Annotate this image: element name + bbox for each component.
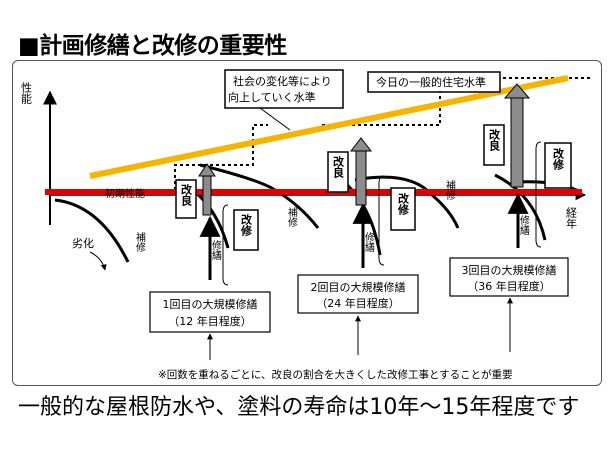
renovation-box-2 [390, 187, 416, 231]
improvement-box-1 [175, 179, 197, 219]
improvement-arrow-3 [510, 96, 524, 188]
improvement-label-2: 改良 [332, 155, 345, 179]
cycle-1-line-1: 1回目の大規模修繕 [163, 297, 258, 311]
improvement-arrowhead-1 [198, 163, 216, 177]
improvement-arrow-2 [355, 149, 367, 206]
renovation-bracket-3 [535, 141, 542, 248]
improvement-label-3: 改良 [488, 128, 501, 152]
deterioration-arrow [89, 251, 107, 271]
deterioration-label: 劣化 [72, 236, 94, 250]
social-change-box [224, 69, 344, 109]
footnote: ※回数を重ねるごとに、改良の割合を大きくした改修工事とすることが重要 [158, 368, 513, 381]
improvement-box-3 [483, 124, 505, 166]
renovation-box-3 [544, 142, 572, 189]
renovation-bracket-1 [222, 204, 229, 286]
major-repair-label-2: 修繕 [363, 231, 375, 253]
improvement-arrowhead-3 [503, 83, 531, 99]
today-level-label: 今日の一般的住宅水準 [376, 75, 486, 89]
renovation-label-2: 改修 [397, 192, 411, 216]
caption: 一般的な屋根防水や、塗料の寿命は10年〜15年程度です [18, 395, 580, 420]
dotted-level-step-1 [174, 124, 268, 190]
cycle-2-line-1: 2回目の大規模修繕 [311, 280, 406, 294]
cycle-2-line-2: （24 年目程度） [316, 296, 400, 310]
social-change-line-2: 向上していく水準 [228, 90, 316, 104]
cycle-3-line-1: 3回目の大規模修繕 [462, 263, 557, 277]
repair-label-2: 補修 [286, 206, 298, 228]
cycle-2-box [297, 274, 419, 314]
page-title: ■計画修繕と改修の重要性 [18, 33, 287, 59]
y-axis-label: 性能 [20, 81, 33, 105]
initial-performance-label: 初期性能 [105, 187, 145, 200]
x-axis-label: 経年 [565, 207, 578, 229]
improvement-box-2 [327, 151, 349, 193]
performance-curve-1 [54, 198, 130, 263]
major-repair-label-3: 修繕 [518, 214, 530, 236]
diagram-panel [12, 60, 602, 386]
improvement-arrowhead-2 [349, 137, 373, 152]
cycle-3-line-2: （36 年目程度） [467, 279, 551, 293]
performance-curve-3 [199, 163, 276, 192]
rising-standard-line [89, 75, 569, 179]
social-change-pointer [259, 107, 291, 131]
renovation-label-1: 改修 [240, 213, 254, 237]
dotted-level-step-2 [322, 77, 590, 126]
renovation-label-3: 改修 [552, 147, 566, 171]
renovation-box-1 [233, 209, 259, 251]
repair-label-1: 補修 [134, 231, 146, 253]
cycle-3-box [449, 257, 569, 297]
repair-label-3: 補修 [444, 179, 456, 201]
major-repair-label-1: 修繕 [210, 239, 222, 261]
improvement-label-1: 改良 [180, 183, 193, 207]
performance-curve-7 [431, 193, 460, 229]
cycle-1-box [149, 291, 271, 333]
improvement-arrow-1 [202, 174, 212, 216]
today-level-box [367, 71, 501, 93]
renovation-bracket-2 [378, 175, 385, 266]
social-change-line-1: 社会の変化等により [233, 74, 332, 88]
cycle-1-line-2: （12 年目程度） [168, 314, 252, 328]
